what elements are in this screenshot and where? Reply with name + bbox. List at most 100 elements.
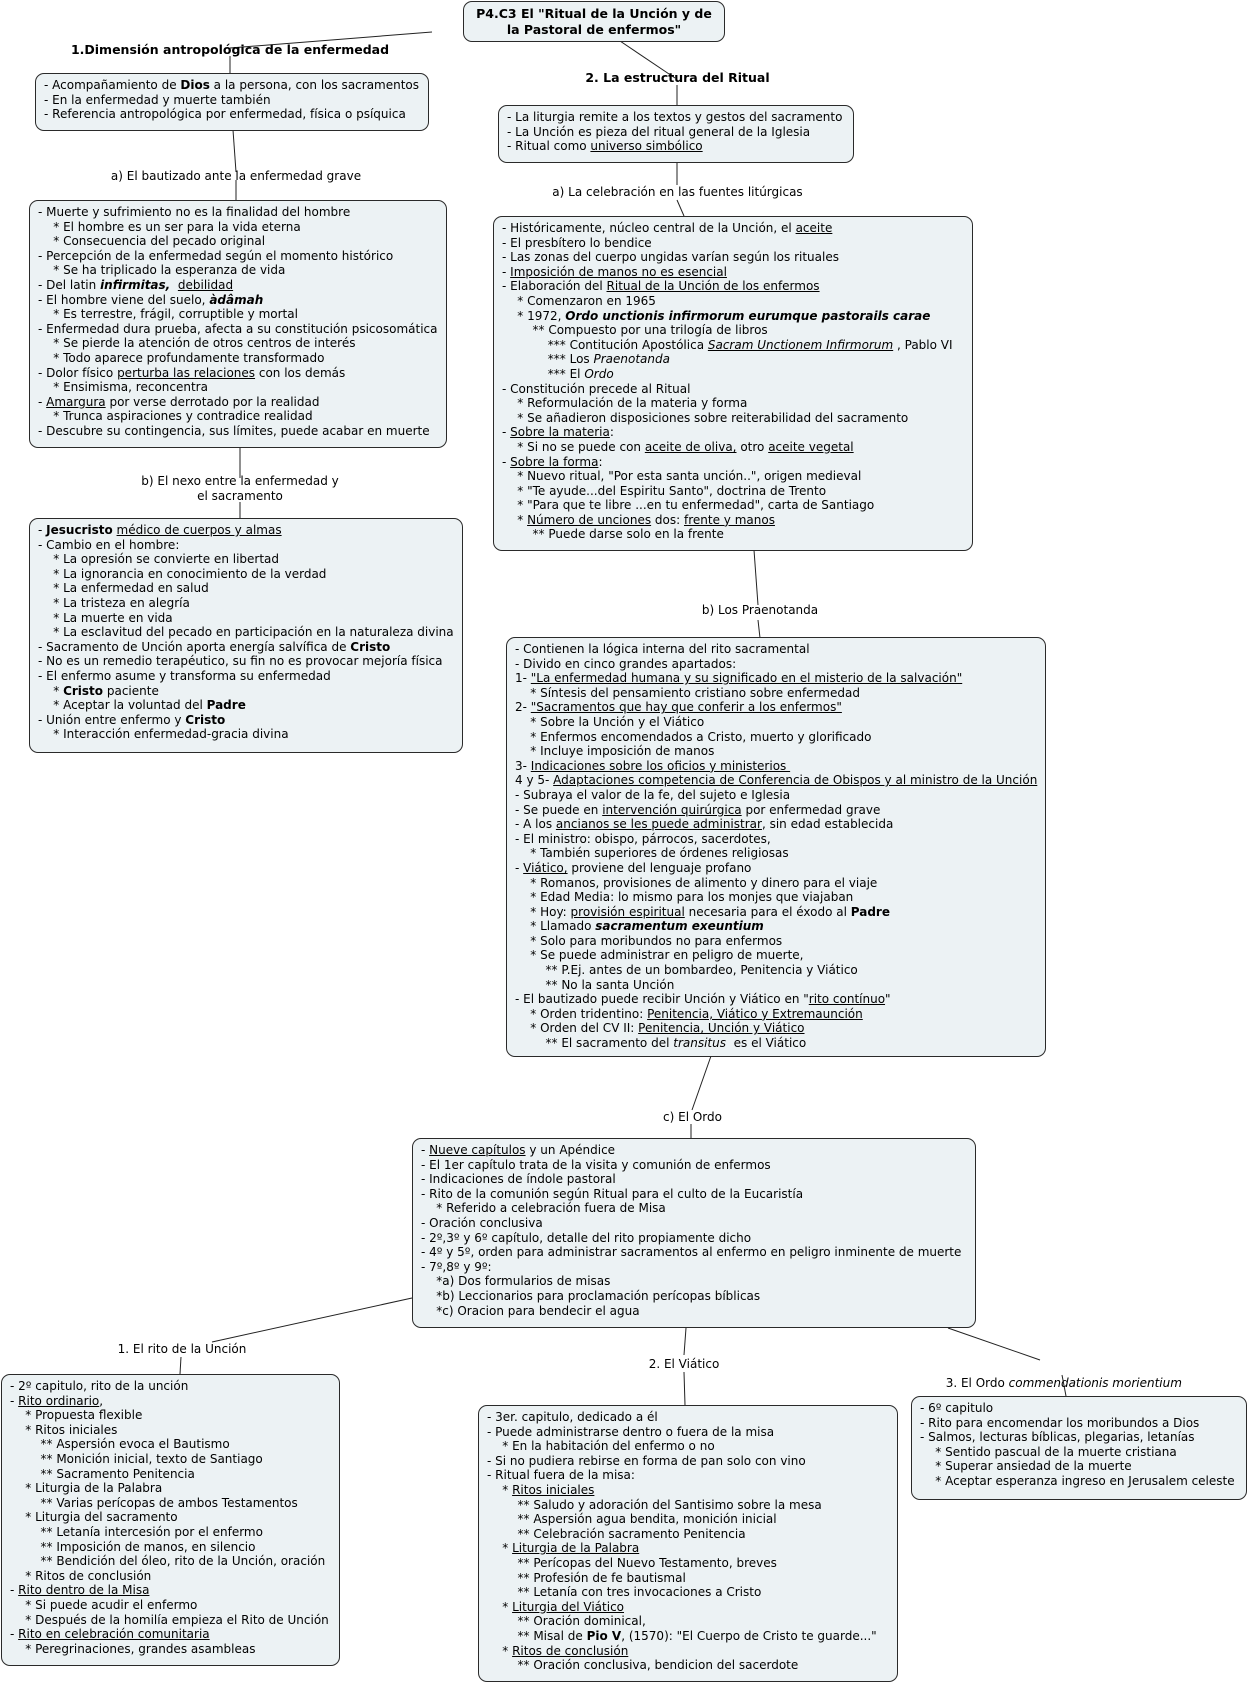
note-line: * Edad Media: lo mismo para los monjes q… bbox=[515, 890, 1037, 905]
note-line: * Liturgia de la Palabra bbox=[10, 1481, 331, 1496]
note-text: Sacram Unctionem Infirmorum bbox=[707, 337, 894, 352]
note-text: * bbox=[487, 1482, 513, 1497]
note-line: - Unión entre enfermo y Cristo bbox=[38, 713, 454, 728]
note-text: 3- bbox=[515, 758, 531, 773]
note-text: *b) Leccionarios para proclamación períc… bbox=[421, 1288, 761, 1303]
note-text: ** Monición inicial, texto de Santiago bbox=[10, 1451, 263, 1466]
topic-viatico[interactable]: 2. El Viático bbox=[648, 1357, 720, 1371]
note-line: ** Imposición de manos, en silencio bbox=[10, 1540, 331, 1555]
connector bbox=[676, 199, 685, 217]
note-text: * La tristeza en alegría bbox=[38, 595, 190, 610]
note-line: - Acompañamiento de Dios a la persona, c… bbox=[44, 78, 420, 93]
note-line: - El bautizado puede recibir Unción y Vi… bbox=[515, 992, 1037, 1007]
note-line: * La esclavitud del pecado en participac… bbox=[38, 625, 454, 640]
note-line: - 3er. capitulo, dedicado a él bbox=[487, 1410, 889, 1425]
note-text: * Sobre la Unción y el Viático bbox=[515, 714, 705, 729]
note-viatico[interactable]: - 3er. capitulo, dedicado a él- Puede ad… bbox=[478, 1405, 898, 1682]
note-line: * Aceptar esperanza ingreso en Jerusalem… bbox=[920, 1474, 1238, 1489]
topic-el-ordo[interactable]: c) El Ordo bbox=[663, 1110, 722, 1124]
note-line: * Se ha triplicado la esperanza de vida bbox=[38, 263, 438, 278]
note-text: Ordo unctionis infirmorum eurumque pasto… bbox=[565, 308, 931, 323]
note-el-ordo[interactable]: - Nueve capítulos y un Apéndice- El 1er … bbox=[412, 1138, 976, 1328]
note-celebracion-fuentes[interactable]: - Históricamente, núcleo central de la U… bbox=[493, 216, 973, 551]
topic-estructura-ritual[interactable]: 2. La estructura del Ritual bbox=[585, 70, 770, 85]
note-line: - Del latin infirmitas, debilidad bbox=[38, 278, 438, 293]
note-dimension-antropologica[interactable]: - Acompañamiento de Dios a la persona, c… bbox=[35, 73, 429, 131]
note-text: Sobre la materia bbox=[510, 425, 610, 440]
topic-dimension-antropologica[interactable]: 1.Dimensión antropológica de la enfermed… bbox=[70, 42, 390, 57]
note-line: - Sobre la forma: bbox=[502, 455, 964, 470]
note-line: ** Aspersión agua bendita, monición inic… bbox=[487, 1512, 889, 1527]
note-text: - Rito para encomendar los moribundos a … bbox=[920, 1415, 1200, 1430]
note-line: - Amargura por verse derrotado por la re… bbox=[38, 395, 438, 410]
note-line: - Rito de la comunión según Ritual para … bbox=[421, 1187, 967, 1202]
note-text: Padre bbox=[850, 904, 890, 919]
topic-nexo-enfermedad-sacramento[interactable]: b) El nexo entre la enfermedad y el sacr… bbox=[141, 474, 339, 503]
note-text: ** Aspersión evoca el Bautismo bbox=[10, 1437, 230, 1452]
note-line: - En la enfermedad y muerte también bbox=[44, 93, 420, 108]
note-line: * Después de la homilía empieza el Rito … bbox=[10, 1613, 331, 1628]
note-line: * Superar ansiedad de la muerte bbox=[920, 1459, 1238, 1474]
note-line: ** Monición inicial, texto de Santiago bbox=[10, 1452, 331, 1467]
note-text: ** Imposición de manos, en silencio bbox=[10, 1539, 256, 1554]
note-line: - Divido en cinco grandes apartados: bbox=[515, 657, 1037, 672]
note-line: - Subraya el valor de la fe, del sujeto … bbox=[515, 788, 1037, 803]
note-line: - Viático, proviene del lenguaje profano bbox=[515, 861, 1037, 876]
note-line: - Imposición de manos no es esencial bbox=[502, 265, 964, 280]
note-line: ** Aspersión evoca el Bautismo bbox=[10, 1437, 331, 1452]
note-line: * Peregrinaciones, grandes asambleas bbox=[10, 1642, 331, 1657]
note-line: * Propuesta flexible bbox=[10, 1408, 331, 1423]
note-line: * Romanos, provisiones de alimento y din… bbox=[515, 876, 1037, 891]
note-text: - bbox=[10, 1627, 19, 1642]
note-line: * Aceptar la voluntad del Padre bbox=[38, 698, 454, 713]
note-line: * Trunca aspiraciones y contradice reali… bbox=[38, 409, 438, 424]
note-text: 2- bbox=[515, 700, 531, 715]
note-text: Nueve capítulos bbox=[429, 1143, 526, 1157]
note-text: - El ministro: obispo, párrocos, sacerdo… bbox=[515, 831, 771, 846]
note-line: - Oración conclusiva bbox=[421, 1216, 967, 1231]
note-text: * 1972, bbox=[502, 308, 566, 323]
note-line: *c) Oracion para bendecir el agua bbox=[421, 1304, 967, 1319]
note-bautizado-enfermedad[interactable]: - Muerte y sufrimiento no es la finalida… bbox=[29, 200, 447, 448]
note-praenotanda[interactable]: - Contienen la lógica interna del rito s… bbox=[506, 637, 1046, 1057]
note-nexo-enfermedad-sacramento[interactable]: - Jesucristo médico de cuerpos y almas- … bbox=[29, 518, 463, 753]
topic-praenotanda[interactable]: b) Los Praenotanda bbox=[701, 603, 819, 617]
note-text: ** Saludo y adoración del Santisimo sobr… bbox=[487, 1497, 822, 1512]
topic-ordo-commendationis[interactable]: 3. El Ordo commendationis morientium bbox=[930, 1361, 1190, 1391]
note-text: *** Contitución Apostólica bbox=[502, 337, 708, 352]
note-text: Adaptaciones competencia de Conferencia … bbox=[553, 773, 1038, 788]
note-line: ** Letanía intercesión por el enfermo bbox=[10, 1525, 331, 1540]
topic-rito-uncion[interactable]: 1. El rito de la Unción bbox=[117, 1342, 247, 1356]
note-line: - 2º capitulo, rito de la unción bbox=[10, 1379, 331, 1394]
note-line: * La ignorancia en conocimiento de la ve… bbox=[38, 567, 454, 582]
topic-celebracion-fuentes[interactable]: a) La celebración en las fuentes litúrgi… bbox=[552, 185, 803, 199]
note-text: * Se pierde la atención de otros centros… bbox=[38, 336, 356, 351]
note-line: * Ritos iniciales bbox=[10, 1423, 331, 1438]
note-text: ** Perícopas del Nuevo Testamento, breve… bbox=[487, 1555, 777, 1570]
note-text: * Orden tridentino: bbox=[515, 1006, 648, 1021]
note-text: - bbox=[38, 394, 47, 409]
note-rito-uncion[interactable]: - 2º capitulo, rito de la unción- Rito o… bbox=[1, 1374, 340, 1666]
note-line: - Constitución precede al Ritual bbox=[502, 382, 964, 397]
root-topic[interactable]: P4.C3 El "Ritual de la Unción y de la Pa… bbox=[463, 1, 725, 42]
note-text: * Orden del CV II: bbox=[515, 1021, 639, 1036]
note-text: * Trunca aspiraciones y contradice reali… bbox=[38, 409, 313, 424]
note-text: proviene del lenguaje profano bbox=[567, 860, 752, 875]
note-text: : bbox=[609, 425, 614, 440]
topic-bautizado-enfermedad[interactable]: a) El bautizado ante la enfermedad grave bbox=[110, 169, 362, 183]
note-line: * Consecuencia del pecado original bbox=[38, 234, 438, 249]
note-text: , Pablo VI bbox=[893, 337, 953, 352]
note-ordo-commendationis[interactable]: - 6º capitulo- Rito para encomendar los … bbox=[911, 1396, 1247, 1500]
note-line: ** Profesión de fe bautismal bbox=[487, 1571, 889, 1586]
note-estructura-ritual[interactable]: - La liturgia remite a los textos y gest… bbox=[498, 105, 854, 163]
note-line: * "Te ayude...del Espiritu Santo", doctr… bbox=[502, 484, 964, 499]
note-line: - El ministro: obispo, párrocos, sacerdo… bbox=[515, 832, 1037, 847]
note-text: ** Varias perícopas de ambos Testamentos bbox=[10, 1495, 298, 1510]
note-text: Penitencia, Viático y Extremaunción bbox=[647, 1006, 863, 1021]
note-text: - Se puede en bbox=[515, 802, 603, 817]
note-line: * Ritos de conclusión bbox=[487, 1644, 889, 1659]
note-text: * También superiores de órdenes religios… bbox=[515, 846, 789, 861]
note-text: ** Bendición del óleo, rito de la Unción… bbox=[10, 1554, 326, 1569]
note-text: dos: bbox=[651, 512, 684, 527]
note-line: - Elaboración del Ritual de la Unción de… bbox=[502, 279, 964, 294]
